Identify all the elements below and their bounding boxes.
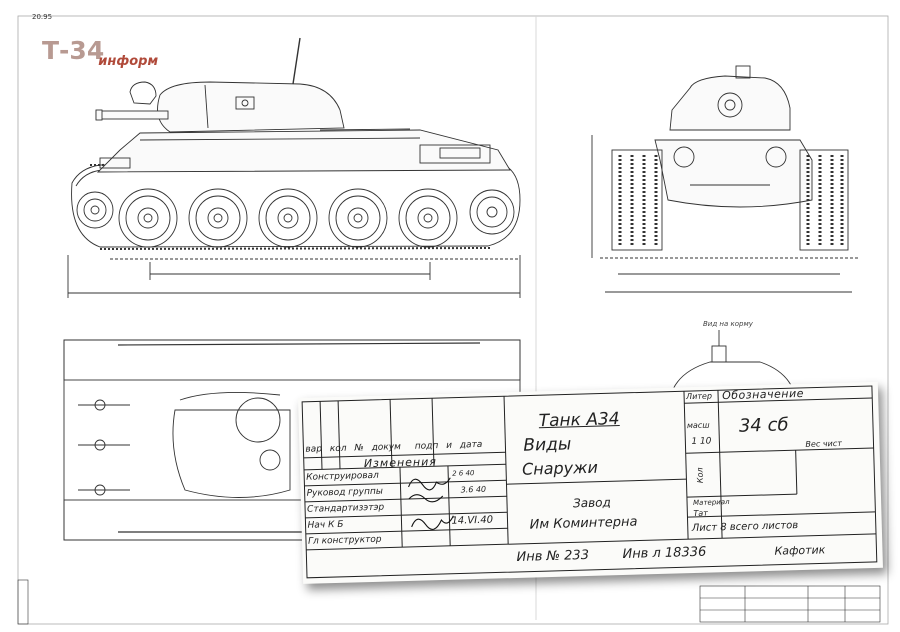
role-5: Гл конструктор: [307, 534, 382, 547]
side-view: [67, 37, 521, 298]
sheet-border: [17, 15, 889, 625]
role-1: Конструировал: [306, 470, 379, 483]
view-label: Вид на корму: [703, 320, 753, 328]
signature-end: Кафотик: [774, 543, 826, 558]
title-line-1: Танк А34: [538, 409, 620, 432]
small-title-block: [699, 585, 881, 623]
title-block-grid: [301, 385, 878, 579]
col-designation: Обозначение: [721, 386, 805, 403]
col-weight: Вес чист: [805, 438, 842, 449]
header-var: вар: [305, 444, 323, 455]
quantity-label: Кол: [695, 467, 705, 484]
left-edge-stamp: [17, 579, 29, 625]
header-qty: кол: [329, 443, 347, 455]
role-2: Руковод группы: [306, 486, 384, 499]
inventory-number-2: Инв л 18336: [622, 544, 707, 562]
title-block: вар кол № докум подп и дата Изменения Ко…: [298, 381, 883, 584]
col-scale: масш: [686, 420, 710, 431]
header-date: и дата: [446, 439, 483, 451]
col-litera: Литер: [685, 391, 713, 402]
header-sign: подп: [414, 441, 439, 452]
title-line-2: Виды: [523, 434, 572, 456]
title-line-3: Снаружи: [521, 457, 599, 479]
designation: 34 сб: [738, 414, 789, 437]
corner-number: 20.95: [32, 13, 53, 21]
header-docnum: № докум: [354, 442, 402, 454]
factory-line-1: Завод: [572, 495, 611, 511]
front-view: [591, 65, 860, 293]
scale: 1 10: [691, 436, 712, 448]
logo-main: Т-34: [42, 36, 105, 65]
role-3: Стандартизэтэр: [306, 502, 385, 515]
fmt-label: Тат: [693, 508, 708, 519]
signatures: [408, 477, 454, 530]
role-4: Нач К Б: [307, 519, 344, 531]
material-label: Материал: [692, 497, 730, 508]
logo: Т-34информ: [42, 36, 158, 69]
factory-line-2: Им Коминтерна: [529, 514, 638, 533]
inventory-number: Инв № 233: [516, 547, 590, 565]
logo-sub: информ: [98, 54, 159, 69]
